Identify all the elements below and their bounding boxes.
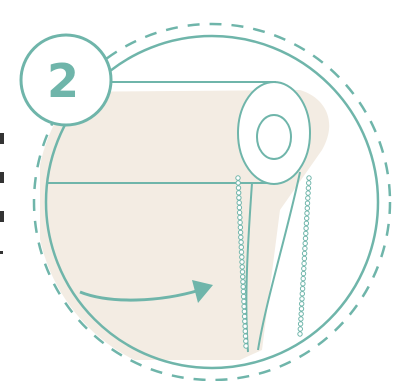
chain-bead	[304, 226, 308, 230]
chain-bead	[239, 240, 243, 244]
chain-bead	[304, 231, 308, 235]
chain-bead	[299, 317, 303, 321]
chain-bead	[239, 245, 243, 249]
chain-bead	[303, 236, 307, 240]
chain-bead	[241, 285, 245, 289]
chain-bead	[300, 302, 304, 306]
chain-bead	[302, 261, 306, 265]
chain-bead	[239, 235, 243, 239]
chain-bead	[237, 205, 241, 209]
chain-bead	[241, 275, 245, 279]
chain-bead	[242, 299, 246, 303]
chain-bead	[242, 304, 246, 308]
chain-bead	[302, 251, 306, 255]
chain-bead	[243, 324, 247, 328]
chain-bead	[244, 339, 248, 343]
chain-bead	[236, 186, 240, 190]
chain-bead	[240, 265, 244, 269]
chain-bead	[306, 196, 310, 200]
chain-bead	[240, 255, 244, 259]
chain-bead	[241, 294, 245, 298]
chain-bead	[300, 292, 304, 296]
chain-bead	[239, 250, 243, 254]
chain-bead	[305, 211, 309, 215]
chain-bead	[307, 176, 311, 180]
chain-bead	[303, 241, 307, 245]
chain-bead	[298, 322, 302, 326]
text-fragment	[0, 211, 4, 222]
chain-bead	[304, 221, 308, 225]
chain-bead	[302, 256, 306, 260]
chain-bead	[243, 334, 247, 338]
chain-bead	[306, 186, 310, 190]
chain-bead	[303, 246, 307, 250]
step-badge: 2	[21, 35, 111, 125]
chain-bead	[301, 282, 305, 286]
chain-bead	[238, 220, 242, 224]
text-fragment	[0, 133, 4, 144]
chain-bead	[306, 191, 310, 195]
clipped-text-fragments	[0, 133, 4, 254]
chain-bead	[236, 181, 240, 185]
chain-bead	[307, 181, 311, 185]
chain-bead	[238, 225, 242, 229]
chain-bead	[237, 201, 241, 205]
chain-bead	[236, 176, 240, 180]
chain-bead	[302, 266, 306, 270]
chain-bead	[300, 297, 304, 301]
chain-bead	[299, 312, 303, 316]
chain-bead	[298, 332, 302, 336]
step-number: 2	[47, 54, 79, 108]
chain-bead	[244, 344, 248, 348]
chain-bead	[298, 327, 302, 331]
chain-bead	[301, 271, 305, 275]
chain-bead	[237, 191, 241, 195]
chain-bead	[240, 270, 244, 274]
chain-bead	[242, 314, 246, 318]
chain-bead	[305, 201, 309, 205]
chain-bead	[305, 216, 309, 220]
roll-end-outer	[238, 82, 310, 184]
text-fragment	[0, 172, 4, 183]
chain-bead	[242, 309, 246, 313]
chain-bead	[301, 276, 305, 280]
chain-bead	[243, 319, 247, 323]
chain-bead	[305, 206, 309, 210]
chain-bead	[243, 329, 247, 333]
chain-bead	[299, 307, 303, 311]
chain-bead	[241, 280, 245, 284]
chain-bead	[238, 215, 242, 219]
chain-bead	[237, 196, 241, 200]
chain-bead	[300, 287, 304, 291]
chain-bead	[241, 289, 245, 293]
text-fragment	[0, 251, 3, 254]
chain-bead	[240, 260, 244, 264]
chain-bead	[238, 230, 242, 234]
chain-bead	[237, 210, 241, 214]
